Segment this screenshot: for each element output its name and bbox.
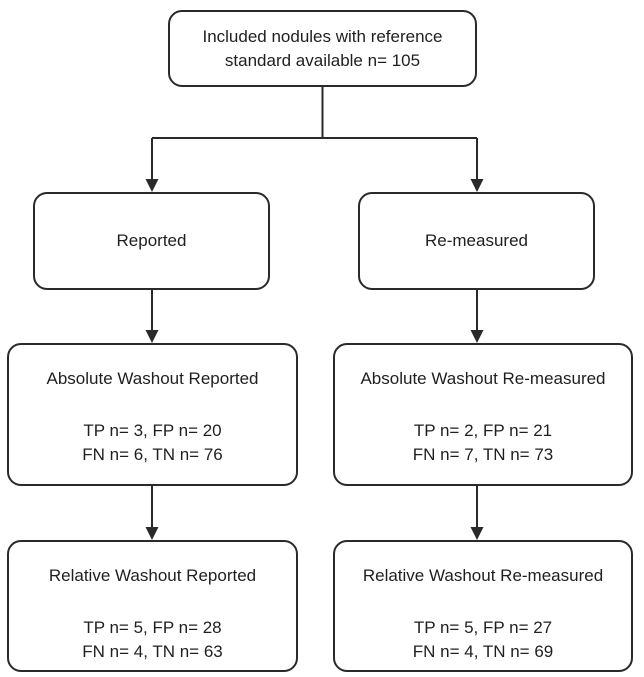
node-title: Absolute Washout Reported	[46, 369, 259, 388]
node-re-measured: Re-measured	[358, 192, 595, 290]
stats-line: FN n= 7, TN n= 73	[412, 445, 554, 464]
stats-line: TP n= 5, FP n= 27	[413, 618, 553, 637]
node-reported: Reported	[33, 192, 270, 290]
node-relative-washout-re-measured: Relative Washout Re-measured TP n= 5, FP…	[333, 540, 633, 672]
connector-group	[151, 87, 478, 527]
node-absolute-washout-reported: Absolute Washout Reported TP n= 3, FP n=…	[7, 343, 298, 486]
node-text-line: Included nodules with reference	[202, 26, 443, 46]
node-included-nodules: Included nodules with reference standard…	[168, 10, 477, 87]
node-stats: TP n= 2, FP n= 21 FN n= 7, TN n= 73	[413, 419, 553, 467]
arrowhead-icon	[470, 330, 484, 343]
arrowhead-icon	[145, 330, 159, 343]
arrowhead-icon	[470, 527, 484, 540]
node-absolute-washout-re-measured: Absolute Washout Re-measured TP n= 2, FP…	[333, 343, 633, 486]
stats-line: FN n= 6, TN n= 76	[82, 445, 223, 464]
stats-line: TP n= 2, FP n= 21	[413, 421, 553, 440]
node-relative-washout-reported: Relative Washout Reported TP n= 5, FP n=…	[7, 540, 298, 672]
stats-line: FN n= 4, TN n= 63	[82, 642, 223, 661]
stats-line: TP n= 5, FP n= 28	[83, 618, 222, 637]
arrowheads	[145, 179, 484, 540]
stats-line: TP n= 3, FP n= 20	[83, 421, 222, 440]
node-stats: TP n= 5, FP n= 27 FN n= 4, TN n= 69	[413, 616, 553, 664]
node-title: Relative Washout Reported	[48, 566, 257, 585]
stats-line: FN n= 4, TN n= 69	[412, 642, 554, 661]
node-stats: TP n= 5, FP n= 28 FN n= 4, TN n= 63	[82, 616, 222, 664]
node-label: Reported	[116, 231, 187, 250]
arrowhead-icon	[145, 179, 159, 192]
node-text-line: standard available n= 105	[224, 50, 421, 70]
node-title: Absolute Washout Re-measured	[360, 369, 606, 388]
node-stats: TP n= 3, FP n= 20 FN n= 6, TN n= 76	[82, 419, 222, 467]
arrowhead-icon	[145, 527, 159, 540]
node-title: Relative Washout Re-measured	[362, 566, 604, 585]
node-label: Re-measured	[425, 231, 528, 250]
arrowhead-icon	[470, 179, 484, 192]
